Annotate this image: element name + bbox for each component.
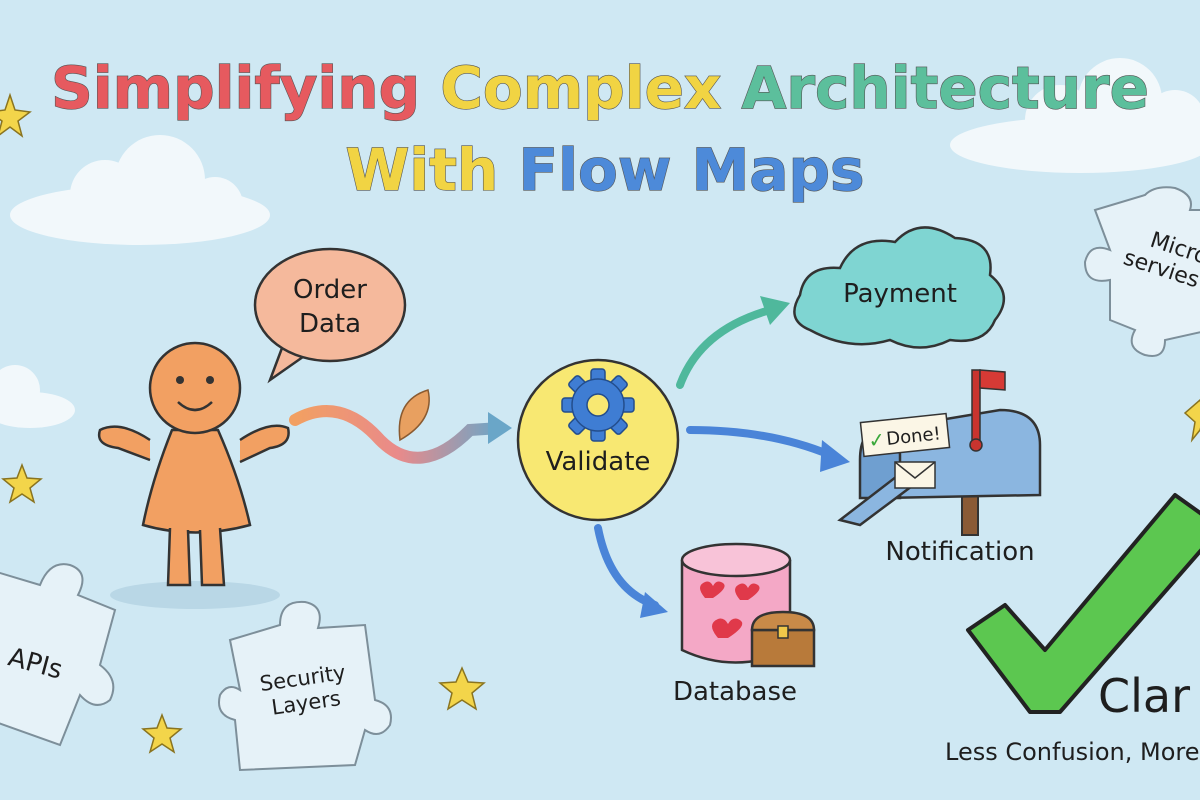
title-word-architecture: Architecture [742,54,1149,122]
title-word-flow-maps: Flow Maps [519,136,865,204]
star-icon [1,462,43,504]
title-word-simplifying: Simplifying [51,54,420,122]
arrow-head [488,412,512,444]
check-icon: ✓ [867,427,886,453]
puzzle-microservices: Micro servies [1083,186,1200,357]
arrow-head [760,296,790,325]
arrow-head [640,592,668,618]
payment-label: Payment [843,279,957,309]
leaf-icon [398,389,430,442]
clarity-headline: Clar [1098,669,1190,723]
puzzle-apis: APIs [0,563,117,747]
star-icon [1183,399,1200,443]
done-note: ✓ Done! [859,412,951,458]
heart-icons [700,581,760,638]
title-line-2: With Flow Maps [345,136,864,204]
title-word-complex: Complex [440,54,721,122]
cloud-small-left [0,365,75,428]
notification-label: Notification [885,537,1034,567]
arrow-to-payment [676,306,774,389]
person-figure [97,341,290,609]
speech-bubble-order-data: Order Data [253,247,407,384]
validate-node: Validate [516,358,680,522]
envelope-icon [894,461,936,489]
gear-icon [561,368,635,442]
puzzles: APIs Security Layers Micro servies [0,186,1200,772]
checkmark-icon [966,493,1200,714]
cloud-right [950,58,1200,173]
cloud-left [10,135,270,245]
arrow-head [820,440,850,472]
star-icon [438,666,486,711]
payment-cloud: Payment [793,226,1005,349]
bubble-line-2: Data [299,309,361,339]
mailbox-icon: ✓ Done! [837,369,1042,536]
database-label: Database [673,677,797,707]
validate-label: Validate [546,447,651,477]
flow-arrow-to-validate [289,405,506,464]
person-head [148,341,242,435]
title-word-with: With [345,136,498,204]
clarity-tagline: Less Confusion, More [945,738,1199,766]
stars [0,92,1200,754]
background-clouds [0,58,1200,428]
title-line-1: Simplifying Complex Architecture [51,54,1149,122]
treasure-chest-icon [750,610,816,668]
star-icon [0,92,32,138]
arrow-to-notification [686,426,834,459]
star-icon [141,712,183,754]
puzzle-security-layers: Security Layers [218,600,392,772]
bubble-line-1: Order [293,275,367,305]
